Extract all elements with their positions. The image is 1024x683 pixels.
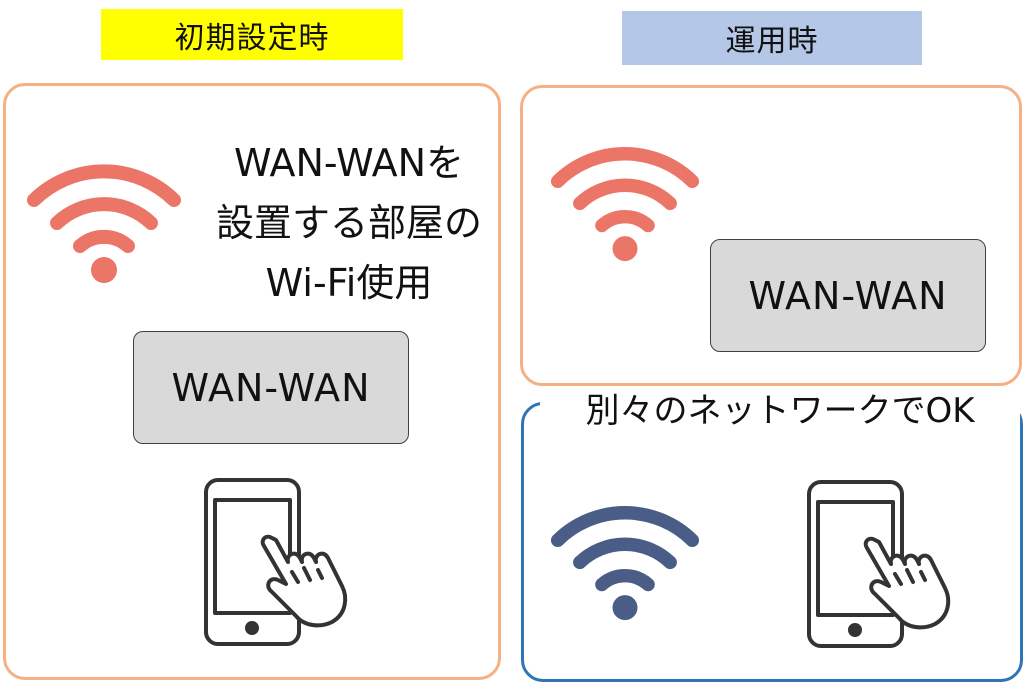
wifi-icon	[550, 147, 700, 262]
setup-note-line-3: Wi-Fi使用	[265, 261, 433, 305]
wifi-icon	[550, 506, 700, 621]
setup-note-line-2: 設置する部屋の	[215, 201, 482, 245]
initial-setup-text: 初期設定時	[174, 20, 330, 56]
device-label: WAN-WAN	[171, 365, 371, 410]
initial-setup-label: 初期設定時	[101, 9, 403, 60]
wifi-icon	[27, 164, 181, 283]
separate-network-text: 別々のネットワークでOK	[585, 391, 975, 431]
operation-text: 運用時	[725, 24, 819, 59]
setup-note: WAN-WANを 設置する部屋の Wi-Fi使用	[204, 133, 494, 313]
smartphone-touch-icon	[204, 478, 348, 646]
setup-note-line-1: WAN-WANを	[233, 141, 464, 185]
wan-wan-device-setup: WAN-WAN	[133, 331, 409, 444]
operation-label: 運用時	[622, 11, 922, 65]
smartphone-touch-icon	[807, 480, 951, 648]
separate-network-caption: 別々のネットワークでOK	[540, 389, 1020, 433]
device-label: WAN-WAN	[748, 273, 948, 318]
wan-wan-device-operation: WAN-WAN	[710, 239, 986, 352]
